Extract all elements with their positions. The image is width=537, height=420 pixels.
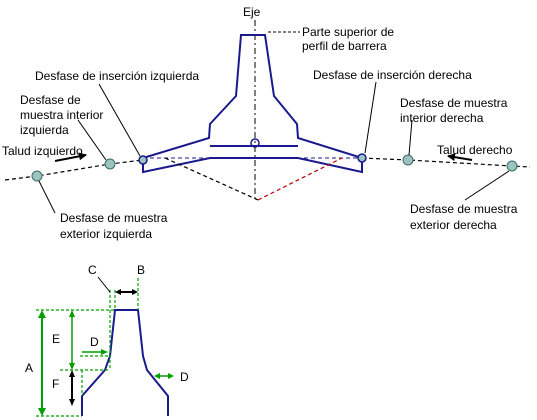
dim-label-b: B: [137, 263, 145, 277]
centerline-point: [250, 138, 260, 148]
dim-label-f: F: [52, 377, 59, 391]
talud-right-arrow: [447, 153, 473, 162]
leader-me-left: [38, 180, 56, 214]
insertion-left-point: [138, 155, 148, 165]
dim-label-c: C: [88, 263, 97, 277]
exterior-right-point: [506, 160, 518, 172]
interior-right-point: [402, 154, 414, 166]
label-mi-left-1: Desfase de: [20, 93, 81, 107]
label-eje: Eje: [243, 5, 261, 19]
dim-a-arrow-bottom: [38, 408, 46, 416]
label-ins-left: Desfase de inserción izquierda: [35, 69, 199, 83]
dim-b-arrow-left: [115, 289, 121, 295]
dim-b-arrow-right: [132, 289, 138, 295]
insertion-right-point: [357, 153, 367, 163]
dim-c-leader: [97, 276, 111, 293]
talud-left-arrow: [54, 152, 87, 162]
leader-ins-right: [364, 81, 377, 154]
fill-slope-left: [164, 157, 259, 201]
label-me-right-2: exterior derecha: [410, 218, 497, 232]
dim-label-e: E: [52, 332, 60, 346]
leader-me-right: [464, 170, 510, 201]
label-top-1: Parte superior de: [302, 25, 394, 39]
label-mi-right-2: interior derecha: [400, 111, 484, 125]
dim-d-outer-arrow-left: [154, 373, 160, 379]
ground-line-left: [4, 159, 144, 181]
label-mi-left-3: izquierda: [20, 123, 69, 137]
profile-outline: [81, 309, 169, 416]
dim-e-arrow-top: [69, 310, 75, 317]
dim-d-outer-arrow-right: [168, 373, 174, 379]
leader-mi-left: [77, 119, 107, 161]
label-talud-left: Talud izquierdo: [2, 144, 83, 158]
label-me-left-2: exterior izquierda: [60, 227, 152, 241]
ground-line-right: [361, 157, 531, 168]
interior-left-point: [104, 158, 116, 170]
profile-guides: [36, 278, 139, 417]
label-me-right-1: Desfase de muestra: [410, 202, 518, 216]
dim-label-d-outer: D: [180, 370, 189, 384]
dim-d-inner-arrow: [101, 349, 108, 355]
dim-a-arrow-top: [38, 310, 46, 318]
leader-mi-right: [408, 119, 413, 156]
label-me-left-1: Desfase de muestra: [60, 211, 168, 225]
barrier-outline: [142, 34, 363, 174]
label-mi-right-1: Desfase de muestra: [400, 96, 508, 110]
dim-f-arrow-top: [69, 370, 75, 377]
dim-label-a: A: [25, 361, 33, 375]
leader-ins-left: [98, 83, 141, 157]
dim-label-d-inner: D: [90, 335, 99, 349]
label-ins-right: Desfase de inserción derecha: [313, 68, 472, 82]
dim-f-arrow-bottom: [69, 399, 75, 406]
label-mi-left-2: muestra interior: [20, 108, 103, 122]
exterior-left-point: [31, 170, 43, 182]
dim-e-arrow-bottom: [69, 363, 75, 370]
label-top-2: perfil de barrera: [302, 39, 387, 53]
label-talud-right: Talud derecho: [437, 143, 513, 157]
fill-slope-right: [257, 157, 343, 201]
